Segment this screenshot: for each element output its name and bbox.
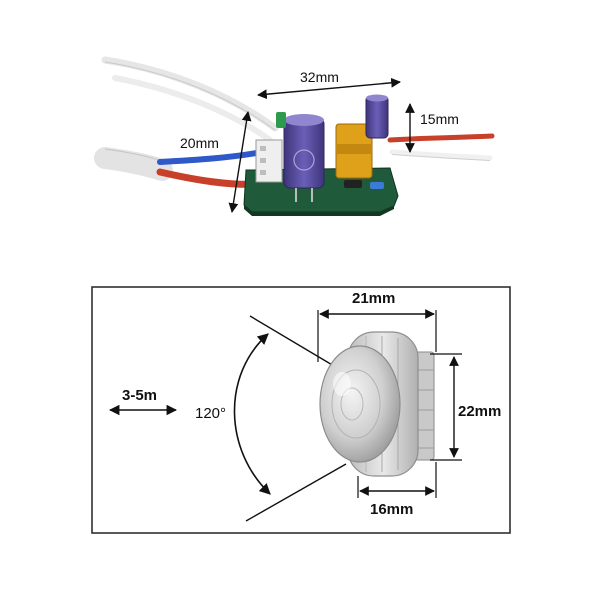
range-label: 3-5m [122,387,157,404]
angle-label: 120° [195,405,226,422]
diode [344,180,362,188]
output-white-wire [389,149,493,161]
sensor-diagram: 3-5m 120° 21mm 22mm [91,286,511,534]
dimension-arrow-width [228,111,252,213]
small-capacitor [276,112,286,128]
filter-capacitor-top [366,94,388,102]
sheathed-cable [94,147,173,181]
dimension-arrow-length [257,77,401,100]
white-cable [112,75,273,143]
dimension-label-height: 22mm [458,403,501,420]
white-cable [101,56,279,132]
dimension-label-length: 32mm [300,69,339,85]
white-connector [255,139,283,183]
output-white-wire-edge [391,154,491,161]
capacitor-top [284,114,324,126]
module-photo: 32mm 20mm 15mm [94,56,495,216]
resistor [370,182,384,189]
inductor-core [336,144,372,154]
dimension-label-outer-width: 21mm [352,290,395,307]
angle-arc [233,333,271,495]
dimension-label-width: 20mm [180,135,219,151]
lens-pattern [331,369,381,439]
connector-pin [260,146,266,151]
pcb-board-edge [244,205,394,216]
connector-pin [260,170,266,175]
lens-pattern [340,387,364,421]
angle-line-top [249,315,335,367]
dimension-label-thread: 16mm [370,501,413,518]
dimension-label-wire: 15mm [420,111,459,127]
output-red-wire [387,133,495,143]
connector-pin [260,158,266,163]
blue-wire [157,149,265,165]
capacitor-vent [293,149,315,171]
filter-capacitor [365,95,389,139]
white-cable [104,61,276,131]
lens-highlight [333,372,351,396]
angle-line-bottom [245,463,347,522]
large-capacitor [283,117,325,189]
